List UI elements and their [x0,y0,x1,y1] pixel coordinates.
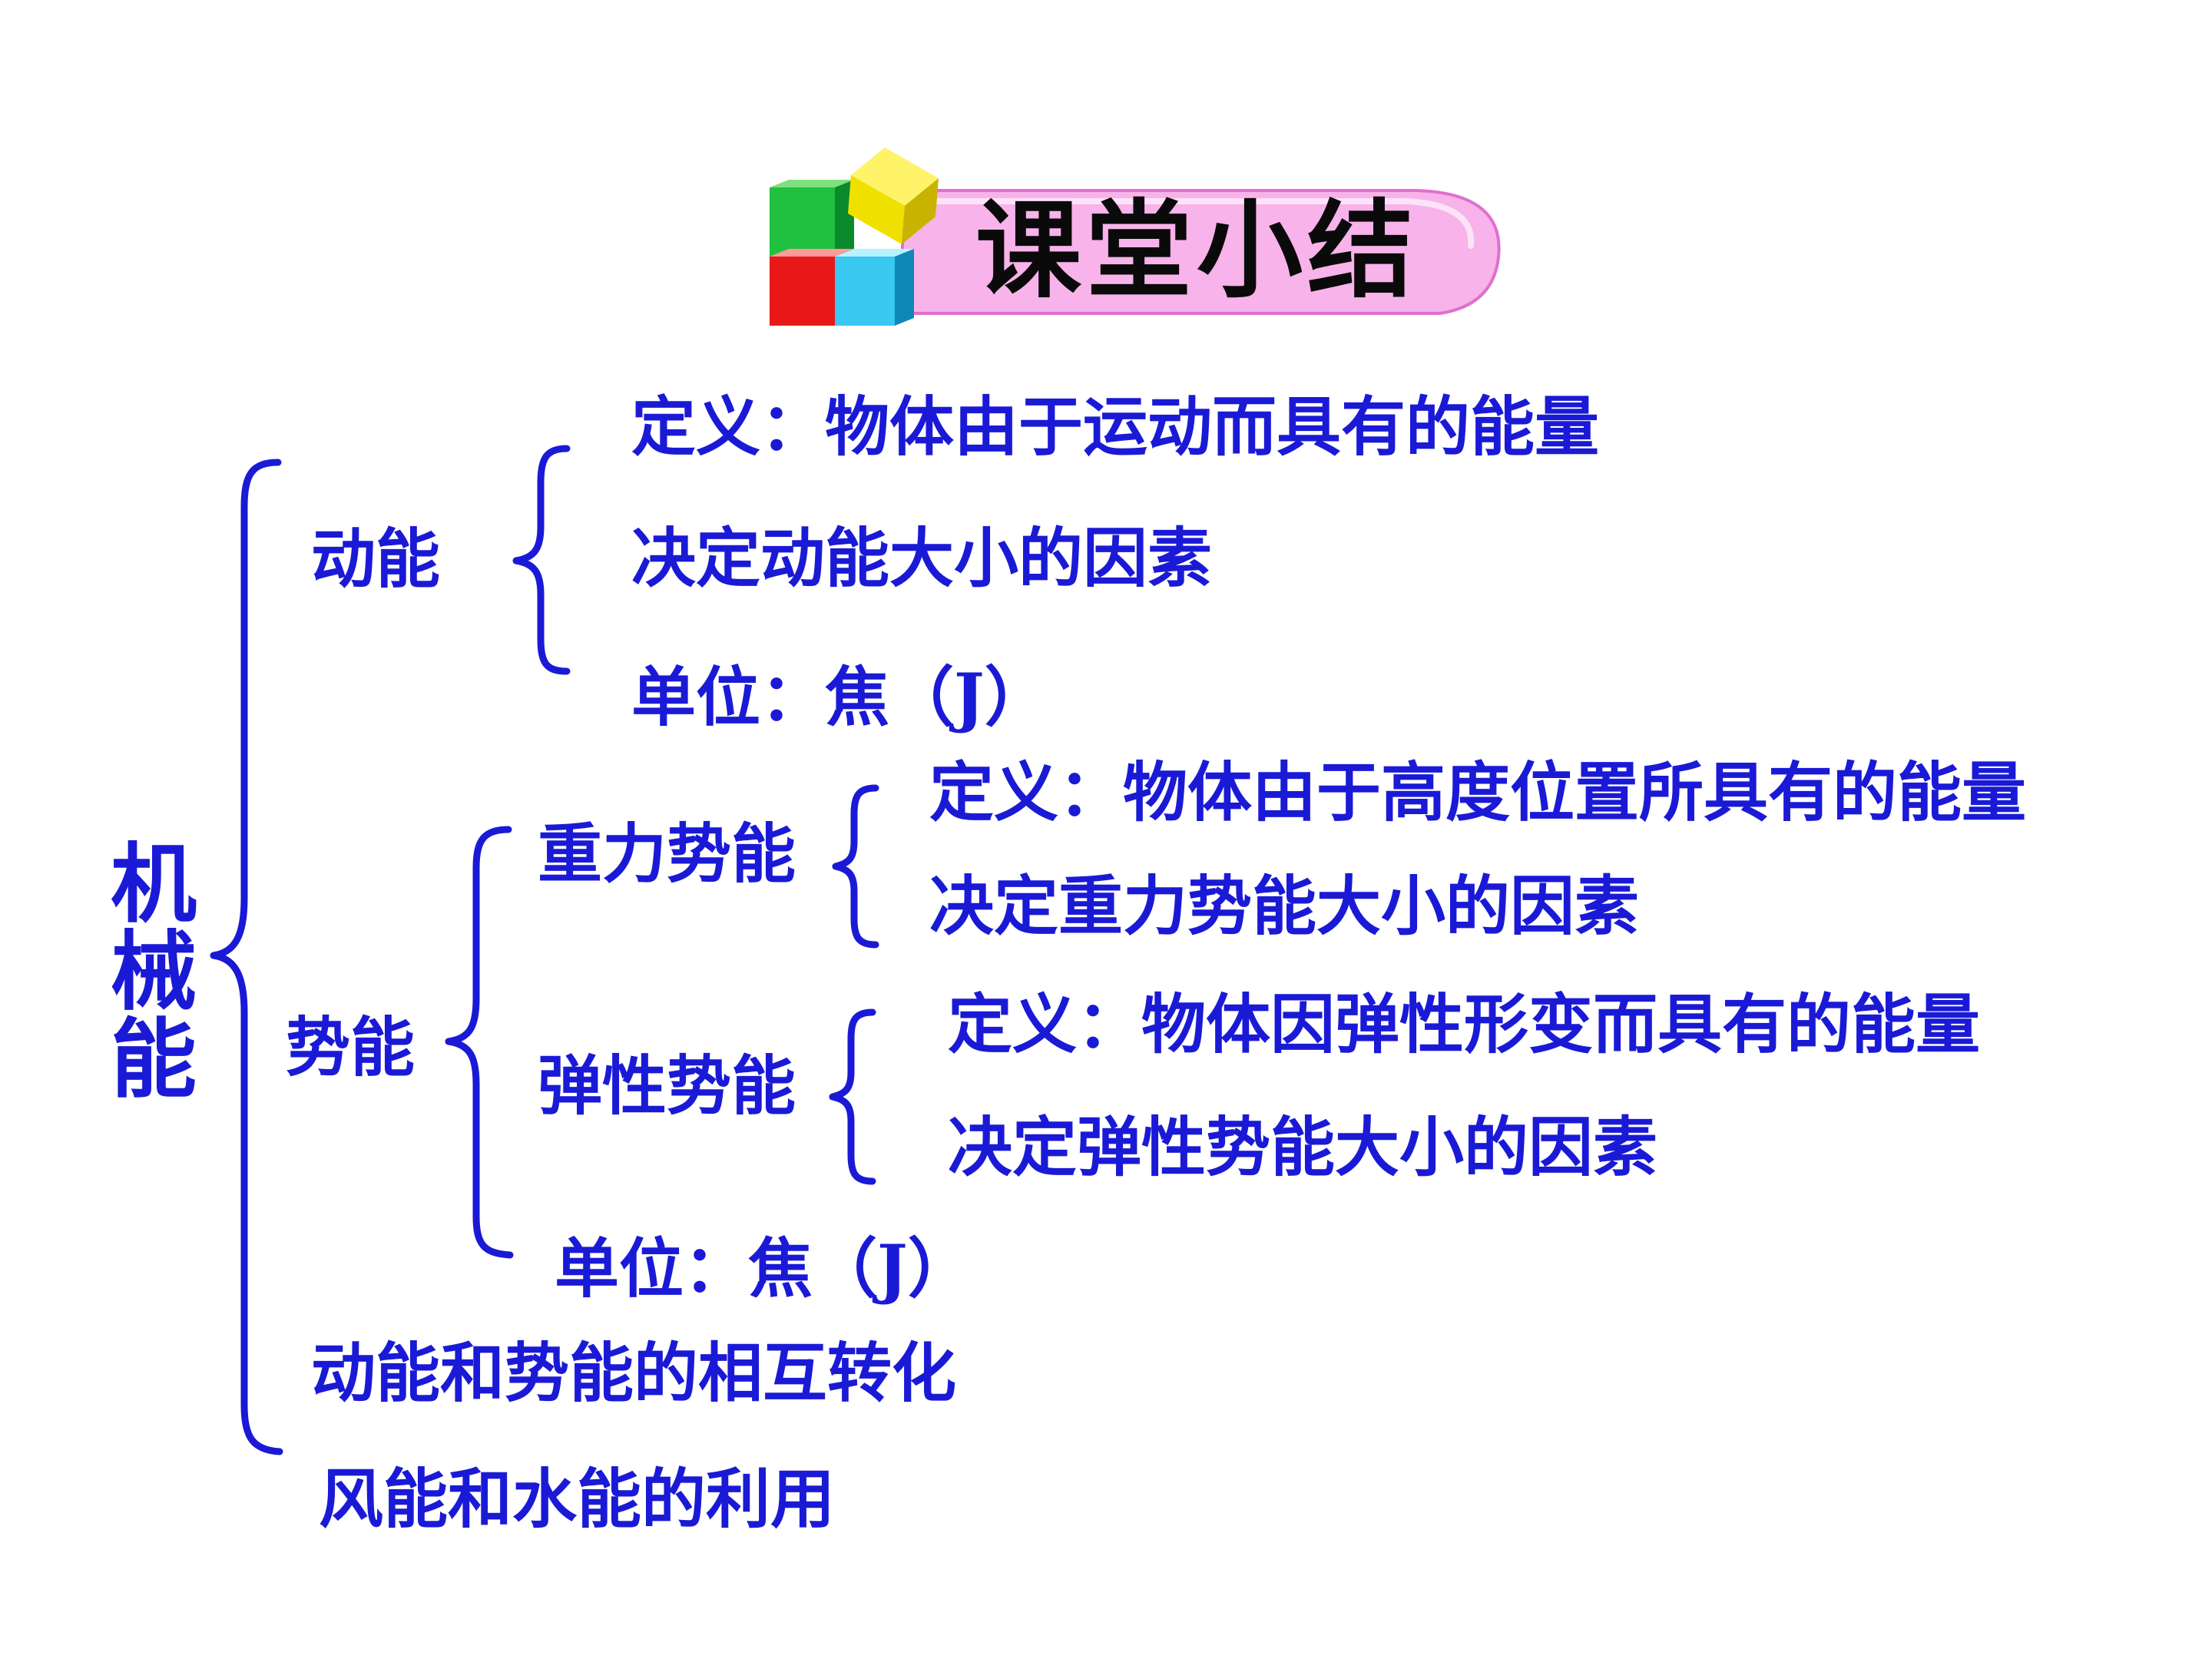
blocks-icon [770,147,939,326]
elastic-definition: 定义：物体因弹性形变而具有的能量 [948,986,1981,1062]
elastic-brace [829,1008,876,1185]
gravitational-brace [832,784,879,949]
kinetic-definition: 定义：物体由于运动而具有的能量 [631,389,1600,465]
energy-utilization: 风能和水能的利用 [319,1461,836,1537]
gravitational-label: 重力势能 [538,816,796,892]
kinetic-label: 动能 [311,521,441,597]
root-brace [210,459,283,1455]
elastic-label: 弹性势能 [538,1048,796,1124]
kinetic-factors: 决定动能大小的因素 [631,520,1213,596]
title-banner [770,147,1501,326]
page-title: 课堂小结 [975,189,1419,313]
gravitational-factors: 决定重力势能大小的因素 [929,868,1640,944]
potential-brace [445,826,514,1259]
banner-shape [901,189,1501,315]
energy-conversion: 动能和势能的相互转化 [311,1335,957,1411]
elastic-factors: 决定弹性势能大小的因素 [948,1109,1658,1185]
potential-label: 势能 [286,1009,416,1085]
potential-unit: 单位：焦（J） [555,1230,972,1306]
kinetic-brace [512,445,571,675]
root-node: 机械能 [111,834,197,1111]
gravitational-definition: 定义：物体由于高度位置所具有的能量 [929,754,2027,830]
kinetic-unit: 单位：焦（J） [631,659,1049,735]
